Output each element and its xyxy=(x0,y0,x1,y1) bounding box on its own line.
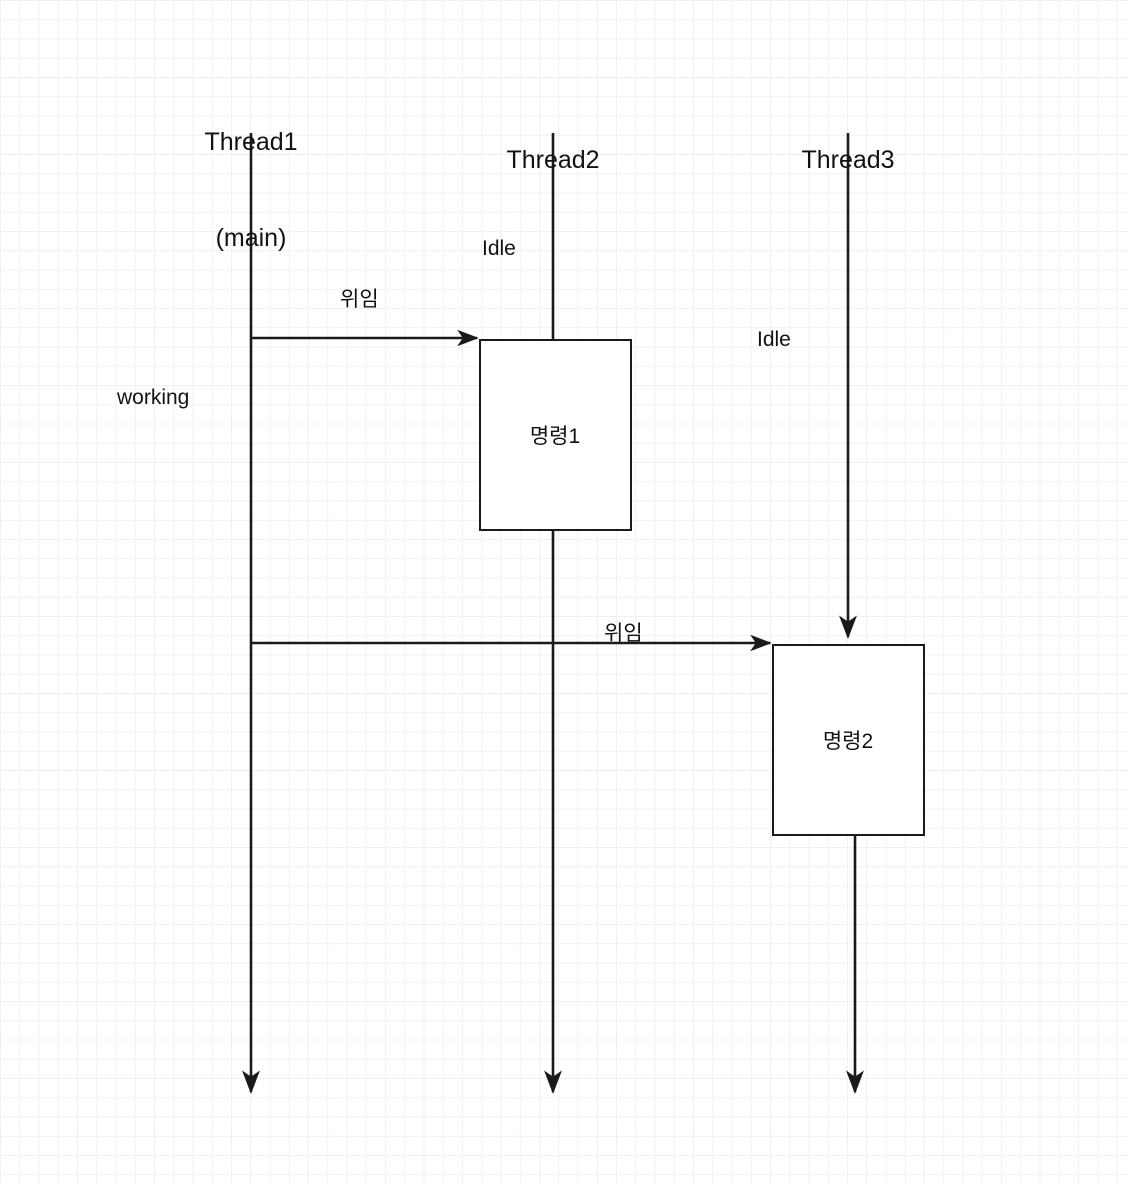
lifeline-header-thread2: Thread2 xyxy=(506,80,599,240)
lifeline-header-thread3-line1: Thread3 xyxy=(801,146,895,174)
activation-box-command-1-label: 명령1 xyxy=(529,425,581,448)
activation-box-command-2-label: 명령2 xyxy=(822,730,874,753)
message-label-delegate-2: 위임 xyxy=(604,622,643,645)
message-label-delegate-1: 위임 xyxy=(340,288,379,311)
note-idle-thread2: Idle xyxy=(482,237,516,260)
activation-box-command-2[interactable] xyxy=(772,644,925,836)
note-idle-thread3: Idle xyxy=(757,328,791,351)
lifeline-header-thread1: Thread1 (main) xyxy=(204,62,297,318)
activation-box-command-1[interactable] xyxy=(479,339,632,531)
note-working: working xyxy=(117,386,190,409)
lifeline-header-thread3: Thread3 xyxy=(801,80,894,240)
lifeline-header-thread1-line1: Thread1 xyxy=(204,128,298,156)
lifeline-header-thread1-line2: (main) xyxy=(215,224,287,252)
lifeline-header-thread2-line1: Thread2 xyxy=(506,146,600,174)
